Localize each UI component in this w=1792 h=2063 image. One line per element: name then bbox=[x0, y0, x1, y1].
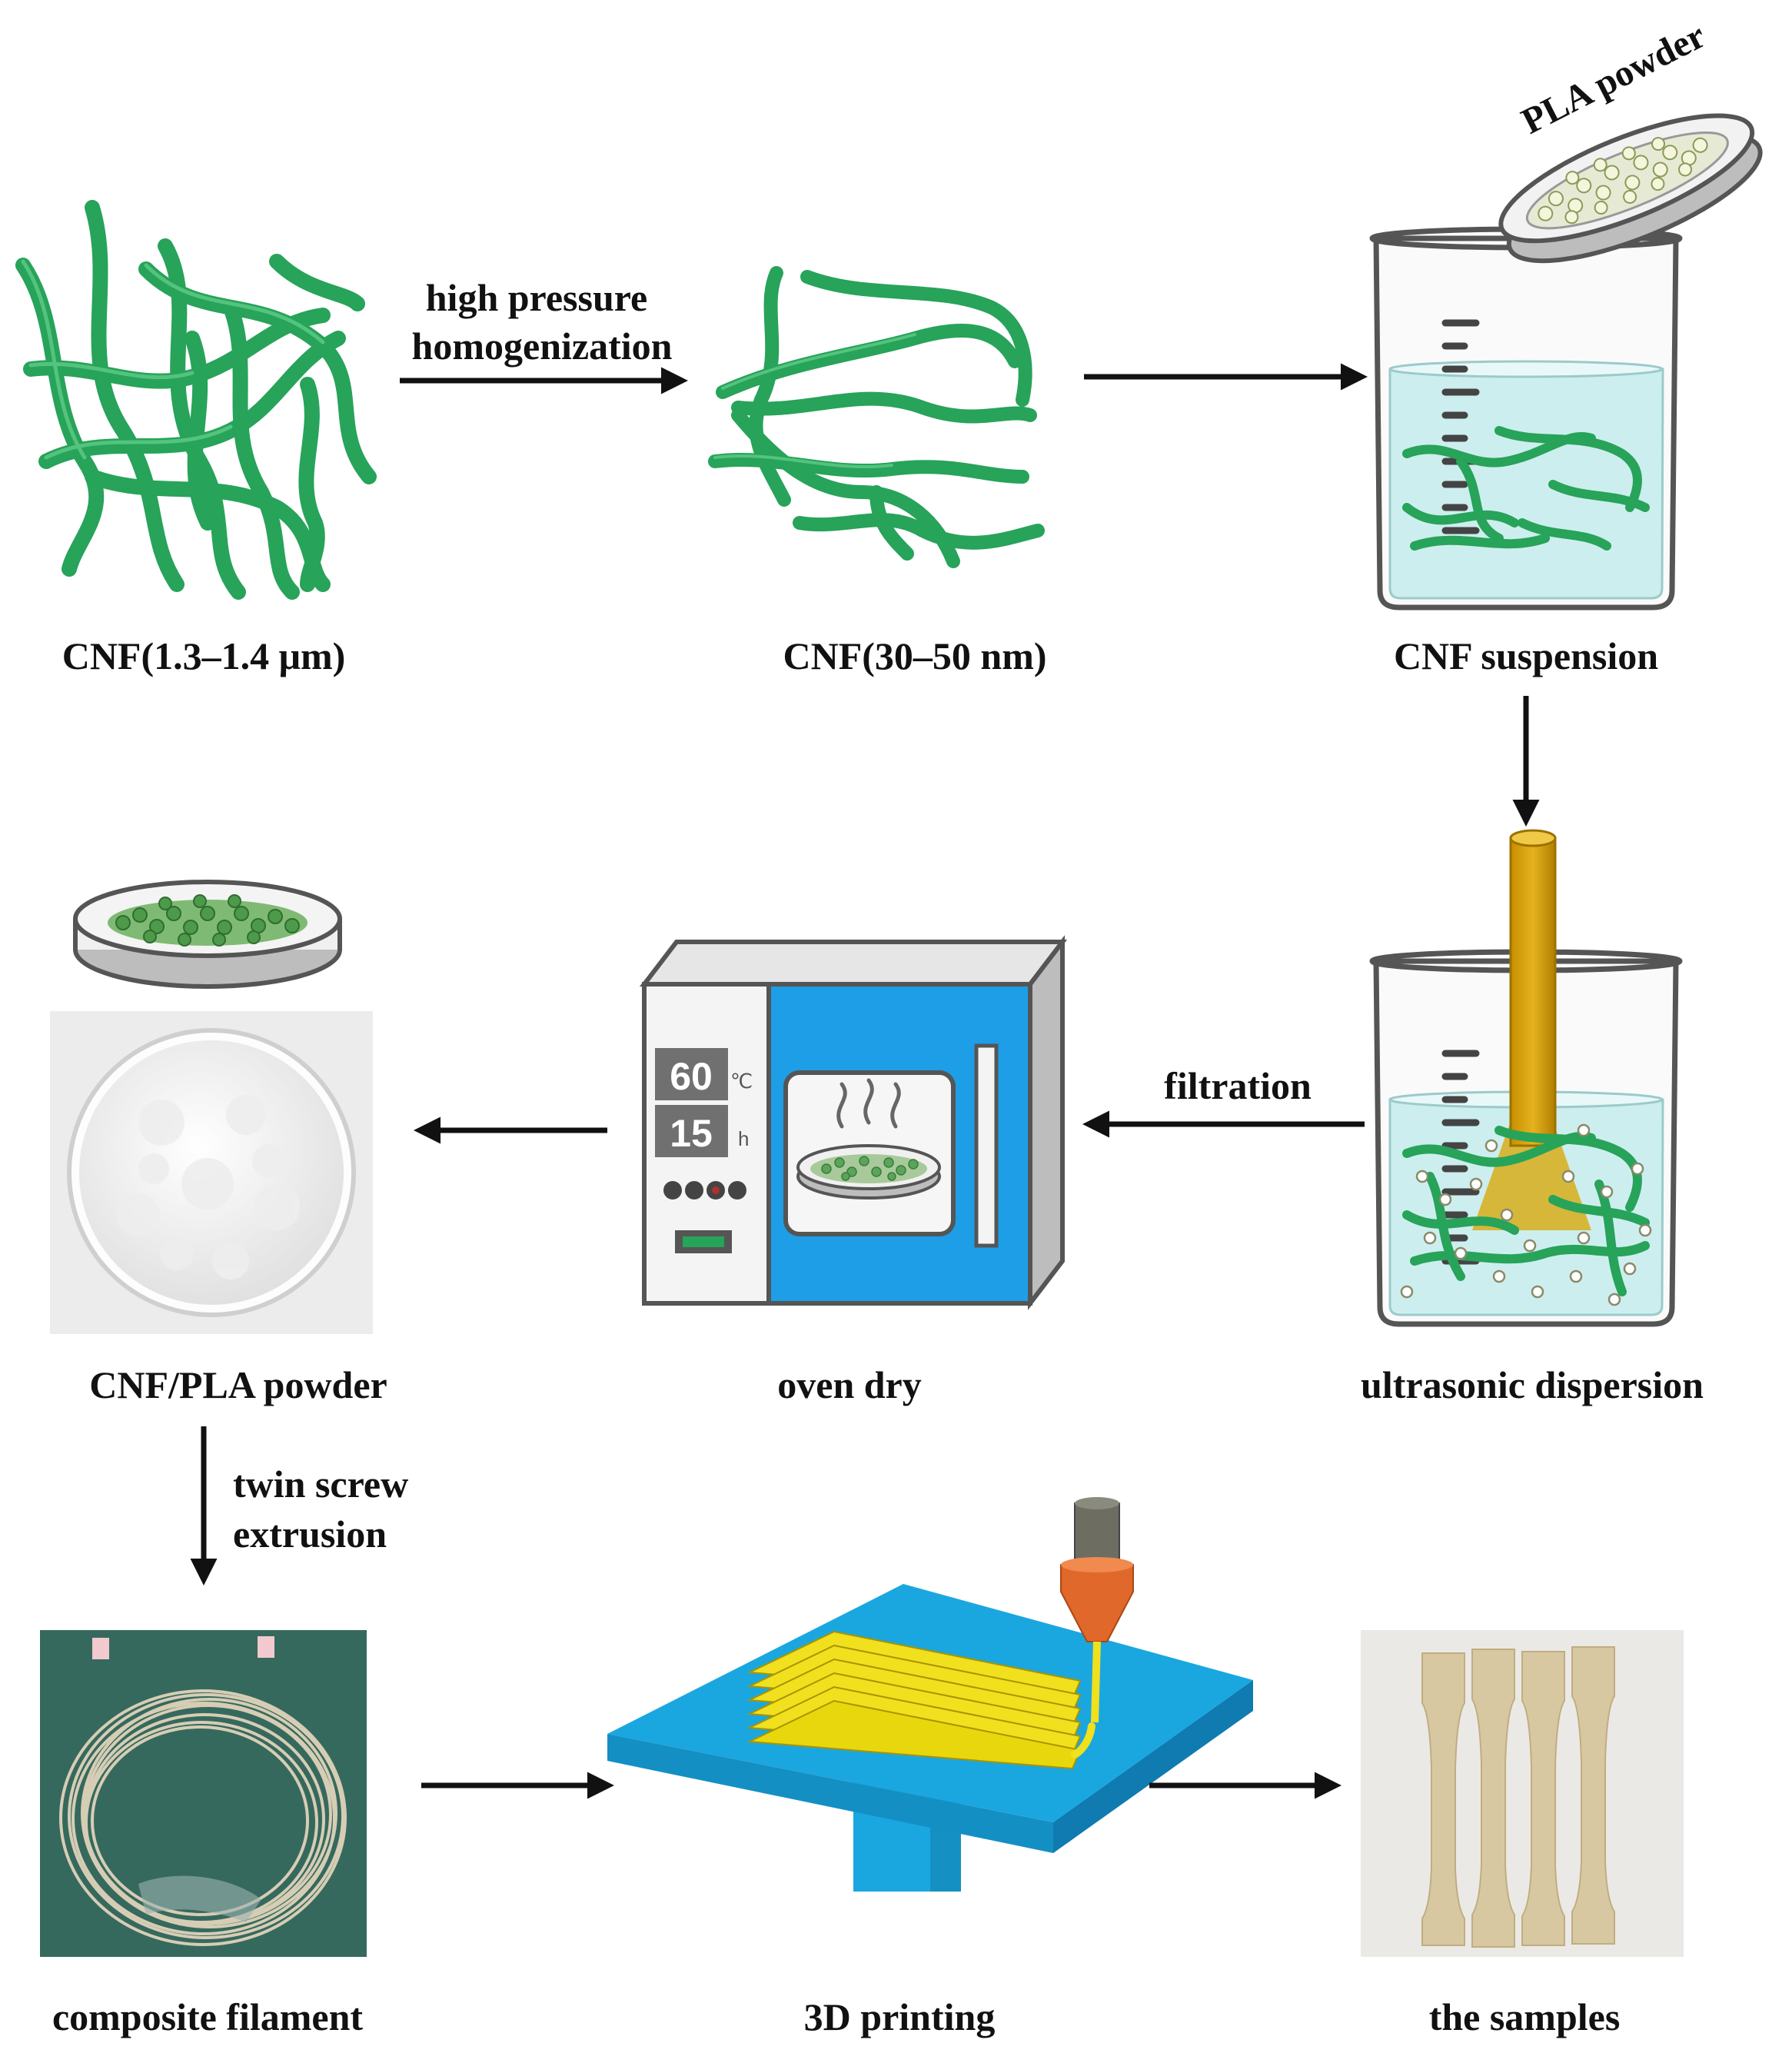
oven-time-display bbox=[655, 1105, 728, 1157]
cnf-pla-powder-photo bbox=[50, 1011, 373, 1334]
oven-knob bbox=[728, 1181, 746, 1200]
steam-icon bbox=[836, 1078, 901, 1129]
3d-printer bbox=[607, 1497, 1253, 1892]
label-composite-filament: composite filament bbox=[52, 1995, 364, 2038]
oven bbox=[639, 935, 1068, 1310]
label-cnf-nano: CNF(30–50 nm) bbox=[783, 634, 1047, 677]
oven-time-unit: h bbox=[738, 1127, 749, 1150]
cnf-micro-fiber-cluster bbox=[15, 200, 377, 600]
label-homogenization-2: homogenization bbox=[411, 324, 673, 368]
oven-temperature-value: 60 bbox=[670, 1055, 713, 1098]
label-ultrasonic: ultrasonic dispersion bbox=[1361, 1363, 1704, 1406]
label-samples: the samples bbox=[1428, 1995, 1621, 2038]
cnf-suspension-beaker bbox=[1369, 226, 1683, 611]
oven-handle bbox=[974, 1043, 999, 1248]
label-oven-dry: oven dry bbox=[777, 1363, 922, 1406]
label-filtration: filtration bbox=[1164, 1064, 1312, 1107]
nozzle-body bbox=[1074, 1502, 1120, 1566]
oven-temp-display bbox=[655, 1048, 728, 1100]
label-3d-printing: 3D printing bbox=[803, 1995, 996, 2038]
label-cnf-micro: CNF(1.3–1.4 μm) bbox=[62, 634, 346, 677]
label-cnf-pla-powder: CNF/PLA powder bbox=[89, 1363, 387, 1406]
oven-knob bbox=[685, 1181, 703, 1200]
nozzle-tip bbox=[1060, 1564, 1134, 1642]
label-extrusion-1: twin screw bbox=[233, 1462, 409, 1506]
samples-photo bbox=[1361, 1630, 1684, 1957]
label-extrusion-2: extrusion bbox=[233, 1512, 387, 1556]
cnf-pla-dish bbox=[73, 880, 342, 989]
composite-filament-photo bbox=[40, 1630, 367, 1957]
flow-arrows bbox=[190, 363, 1540, 1799]
cnf-micro-fiber-highlights bbox=[21, 259, 325, 460]
cnf-nano-fiber-highlights bbox=[713, 333, 916, 469]
oven-temperature-unit: ℃ bbox=[730, 1070, 753, 1093]
pla-powder-dish bbox=[1498, 113, 1763, 264]
pla-granules bbox=[1538, 137, 1708, 225]
ultrasonic-beaker bbox=[1369, 829, 1683, 1327]
cnf-nano-fiber-network bbox=[708, 266, 1045, 568]
ultrasonic-wave-cone bbox=[1472, 1100, 1591, 1230]
pla-particles bbox=[1400, 1123, 1652, 1306]
label-cnf-suspension: CNF suspension bbox=[1393, 634, 1659, 677]
oven-time-value: 15 bbox=[670, 1112, 713, 1155]
label-homogenization-1: high pressure bbox=[425, 276, 648, 319]
oven-dish bbox=[796, 1144, 941, 1200]
oven-knob bbox=[663, 1181, 682, 1200]
ultrasonic-probe bbox=[1509, 837, 1557, 1147]
